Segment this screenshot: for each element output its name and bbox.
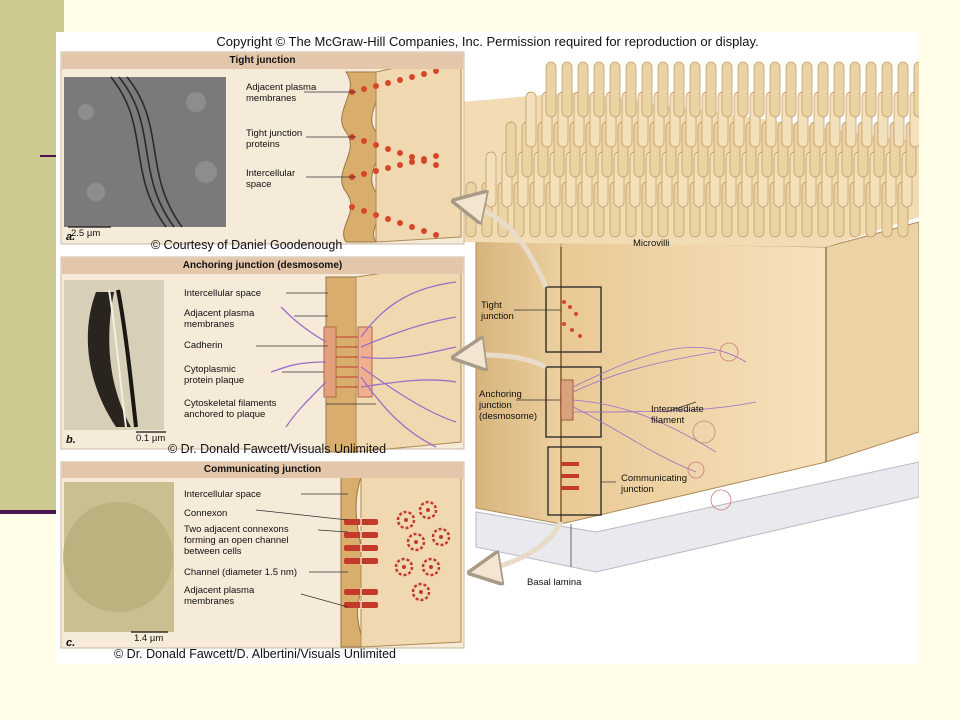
anchor-label-space: Intercellular space: [184, 288, 262, 299]
slide-rule: [0, 510, 64, 514]
communicating-junction-box: [547, 446, 602, 516]
comm-label-space: Intercellular space: [184, 489, 262, 500]
label-microvilli: Microvilli: [633, 238, 670, 249]
comm-label-channel: Channel (diameter 1.5 nm): [184, 567, 297, 578]
tight-scale-bar: 2.5 µm: [71, 228, 101, 239]
anchor-scale-bar: 0.1 µm: [136, 433, 166, 444]
anchor-label-filaments: Cytoskeletal filaments anchored to plaqu…: [184, 398, 277, 420]
connexons: [344, 518, 378, 609]
sidebar-rule: [40, 155, 64, 157]
cytoskeletal-filaments: [270, 281, 457, 448]
label-basal-lamina: Basal lamina: [527, 577, 582, 588]
epithelial-cell-illustration: [461, 61, 919, 573]
tight-junction-proteins: [349, 68, 439, 238]
anchoring-junction-box: [545, 366, 602, 438]
tight-junction-box: [545, 286, 602, 353]
comm-label-membranes: Adjacent plasma membranes: [184, 585, 255, 607]
cell-junctions-figure: Copyright © The McGraw-Hill Companies, I…: [56, 32, 919, 664]
communicating-junction-panel: [60, 461, 465, 649]
communicating-junction-title: Communicating junction: [62, 462, 463, 478]
tight-label-membranes: Adjacent plasma membranes: [246, 82, 317, 104]
panel-letter-a: a.: [66, 231, 76, 243]
basal-lamina: [475, 461, 919, 573]
anchor-label-cadherin: Cadherin: [184, 340, 223, 351]
panel-letter-b: b.: [66, 434, 76, 446]
label-anchoring-junction: Anchoring junction (desmosome): [479, 389, 538, 422]
anchor-credit: © Dr. Donald Fawcett/Visuals Unlimited: [168, 442, 387, 456]
slide-sidebar: [0, 0, 64, 512]
panel-letter-c: c.: [66, 637, 76, 649]
callout-arrows: [458, 202, 564, 572]
figure-artwork: [60, 51, 919, 649]
anchor-label-plaque: Cytoplasmic protein plaque: [184, 364, 245, 386]
label-intermediate-filament: Intermediate filament: [651, 404, 704, 426]
comm-label-channel-pair: Two adjacent connexons forming an open c…: [184, 524, 289, 557]
copyright-notice: Copyright © The McGraw-Hill Companies, I…: [216, 34, 759, 49]
tight-junction-title: Tight junction: [62, 53, 463, 69]
tight-junction-panel: [60, 51, 465, 245]
label-communicating-junction: Communicating junction: [621, 473, 687, 495]
tight-label-proteins: Tight junction proteins: [246, 128, 303, 150]
right-cell: [825, 221, 919, 463]
comm-scale-bar: 1.4 µm: [134, 633, 164, 644]
anchoring-junction-panel: [60, 256, 465, 453]
anchoring-junction-title: Anchoring junction (desmosome): [62, 258, 463, 274]
tight-label-space: Intercellular space: [246, 168, 296, 190]
anchor-label-membranes: Adjacent plasma membranes: [184, 308, 255, 330]
comm-label-connexon: Connexon: [184, 508, 228, 519]
comm-credit: © Dr. Donald Fawcett/D. Albertini/Visual…: [114, 647, 397, 661]
tight-credit: © Courtesy of Daniel Goodenough: [151, 238, 343, 252]
connexon-rings: [394, 500, 451, 602]
label-tight-junction: Tight junction: [481, 300, 514, 322]
